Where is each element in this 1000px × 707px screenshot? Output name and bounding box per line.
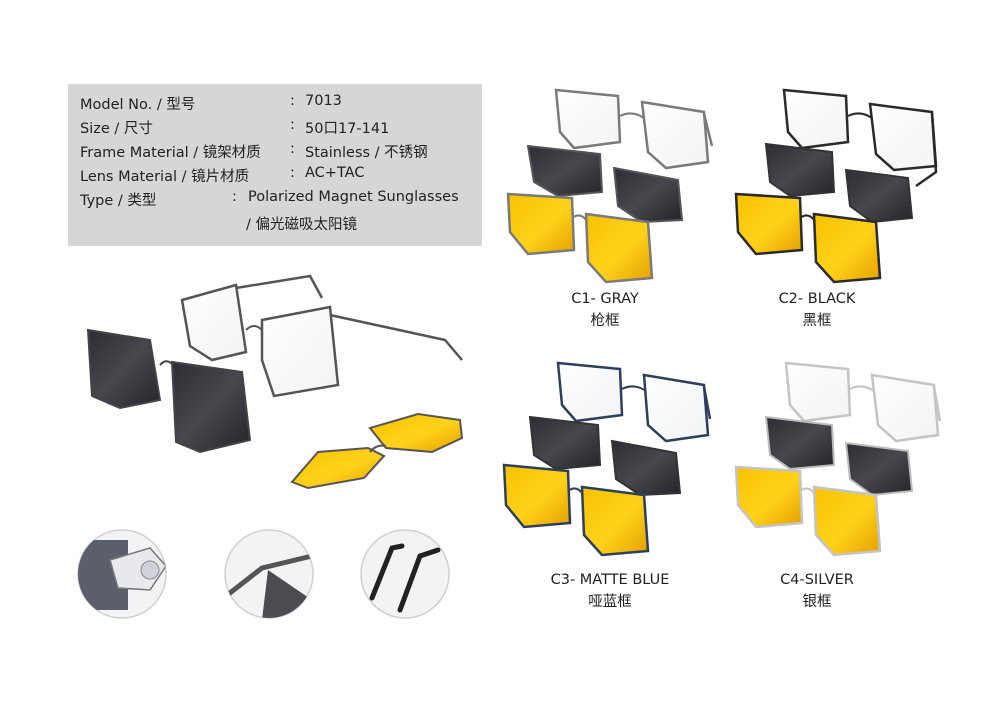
variant-c4-silver (734, 361, 942, 557)
variant-cn-name: 银框 (802, 594, 832, 610)
variant-caption-c3: C3- MATTE BLUE 哑蓝框 (530, 569, 690, 613)
spec-value-cn: / 偏光磁吸太阳镜 (246, 217, 357, 233)
spec-colon: : (290, 93, 295, 109)
variant-c2-black (734, 88, 938, 284)
spec-colon: : (290, 117, 295, 133)
variant-caption-c1: C1- GRAY 枪框 (540, 288, 670, 332)
spec-label: Model No. / 型号 (80, 97, 196, 113)
spec-label: Size / 尺寸 (80, 121, 153, 137)
main-frame-glasses (180, 274, 463, 398)
spec-value: AC+TAC (305, 165, 365, 181)
spec-label: Type / 类型 (80, 193, 157, 209)
variant-c3-matte-blue (502, 361, 712, 557)
variant-code: C1- GRAY (571, 291, 639, 307)
variant-cn-name: 枪框 (590, 313, 620, 329)
variant-code: C4-SILVER (780, 572, 854, 588)
spec-value: Stainless / 不锈钢 (305, 145, 428, 161)
main-yellow-clip-on (290, 412, 464, 490)
variant-cn-name: 哑蓝框 (588, 594, 632, 610)
spec-value: Polarized Magnet Sunglasses (248, 189, 459, 205)
spec-label: Frame Material / 镜架材质 (80, 145, 261, 161)
variant-code: C2- BLACK (778, 291, 856, 307)
detail-circle-temple-tips (360, 529, 450, 619)
spec-panel (68, 84, 482, 246)
spec-label: Lens Material / 镜片材质 (80, 169, 250, 185)
variant-c1-gray (506, 88, 714, 284)
detail-circle-hinge (224, 529, 314, 619)
spec-value: 50口17-141 (305, 121, 390, 137)
detail-circle-nosepad (77, 529, 167, 619)
spec-colon: : (232, 189, 237, 205)
variant-code: C3- MATTE BLUE (550, 572, 670, 588)
variant-caption-c2: C2- BLACK 黑框 (752, 288, 882, 332)
variant-cn-name: 黑框 (802, 313, 832, 329)
variant-caption-c4: C4-SILVER 银框 (752, 569, 882, 613)
spec-colon: : (290, 141, 295, 157)
main-dark-clip-on (86, 328, 252, 454)
spec-value: 7013 (305, 93, 342, 109)
spec-colon: : (290, 165, 295, 181)
